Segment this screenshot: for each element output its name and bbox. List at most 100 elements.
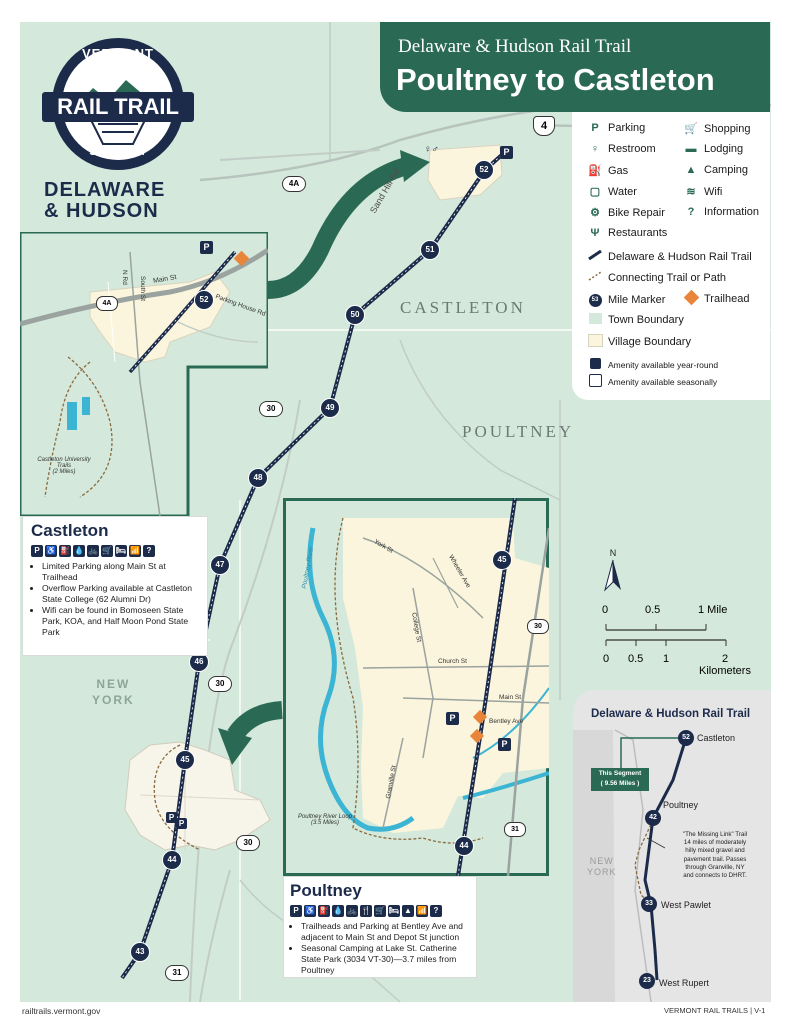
poultney-amenity-icon: 🛏 [388, 905, 400, 917]
footer-url[interactable]: railtrails.vermont.gov [22, 1006, 101, 1016]
legend-year-round: Amenity available year-round [608, 360, 719, 370]
legend-mile-marker: Mile Marker [608, 293, 666, 306]
castleton-north-rd-label: N Rd [121, 270, 128, 285]
poultney-amenity-icon: 🍴 [360, 905, 372, 917]
poultney-amenities: P♿⛽💧🚲🍴🛒🛏▲📶? [290, 905, 470, 917]
legend-camping: Camping [704, 164, 749, 176]
logo-section-name: DELAWARE& HUDSON [44, 179, 166, 222]
logo-middle-text: RAIL TRAIL [57, 94, 179, 119]
poultney-inset: 45 44 30 31 P P York St Wheeler Ave Coll… [283, 497, 551, 877]
poultney-amenity-icon: ? [430, 905, 442, 917]
legend-lodging: Lodging [704, 143, 744, 155]
overview-west-rupert: West Rupert [659, 978, 709, 988]
castleton-card: Castleton P♿⛽💧🚲🛒🛏📶? Limited Parking alon… [22, 516, 208, 656]
poultney-note-2: Seasonal Camping at Lake St. Catherine S… [301, 943, 470, 976]
legend-wifi: Wifi [704, 185, 723, 198]
road-shield-30-south: 30 [236, 835, 260, 851]
parking-icon-castleton: P [500, 146, 513, 159]
poultney-inset-parking-b: P [498, 738, 511, 751]
logo: VERMONT RAIL TRAIL SYSTEM [38, 36, 196, 176]
parking-icon-poultney-a: P [166, 812, 177, 823]
overview-title: Delaware & Hudson Rail Trail [591, 708, 751, 720]
logo-bottom-text: SYSTEM [89, 146, 147, 158]
scale-km-1: 1 [663, 653, 670, 665]
overview-castleton: Castleton [697, 733, 736, 743]
restaurants-icon: Ψ [590, 227, 600, 239]
legend-trailhead: Trailhead [704, 293, 750, 305]
banner-title: Poultney to Castleton [396, 62, 715, 97]
mile-marker-47: 47 [210, 555, 230, 575]
castleton-amenity-icon: ⛽ [59, 545, 71, 557]
poultney-river-loop-label: Poultney River Loop(3.5 Miles) [297, 814, 353, 826]
castleton-note-2: Overflow Parking available at Castleton … [42, 583, 199, 605]
castleton-amenity-icon: 🚲 [87, 545, 99, 557]
parking-icon: P [591, 122, 599, 134]
poultney-inset-shield-30: 30 [527, 619, 549, 634]
north-arrow-label: N [609, 548, 617, 558]
poultney-inset-parking-a: P [446, 712, 459, 725]
scale-km-half: 0.5 [628, 653, 644, 665]
poultney-amenity-icon: ⛽ [318, 905, 330, 917]
castleton-amenity-icon: 🛒 [101, 545, 113, 557]
road-shield-us4: 4 [533, 116, 555, 136]
overview-west-pawlet: West Pawlet [661, 900, 711, 910]
village-boundary-swatch [588, 334, 603, 350]
poultney-card-title: Poultney [290, 881, 362, 900]
road-shield-4a: 4A [282, 176, 306, 192]
castleton-amenity-icon: 💧 [73, 545, 85, 557]
lodging-icon: ▬ [685, 143, 697, 155]
poultney-amenity-icon: 🚲 [346, 905, 358, 917]
poultney-amenity-icon: P [290, 905, 302, 917]
wifi-icon: ≋ [686, 186, 696, 198]
shopping-icon: 🛒 [684, 123, 698, 135]
scale-mile-0: 0 [602, 604, 609, 616]
north-arrow-icon [604, 559, 621, 592]
overview-poultney: Poultney [663, 800, 699, 810]
mile-marker-51: 51 [420, 240, 440, 260]
castleton-amenity-icon: ? [143, 545, 155, 557]
overview-segment-callout: This Segment( 9.56 Miles ) [591, 768, 649, 791]
logo-badge [42, 38, 194, 170]
camping-icon: ▲ [685, 164, 697, 176]
town-label-poultney: POULTNEY [462, 422, 575, 441]
connecting-trail-line-icon [588, 271, 602, 284]
poultney-amenity-icon: 🛒 [374, 905, 386, 917]
mile-marker-48: 48 [248, 468, 268, 488]
legend-restroom: Restroom [608, 143, 656, 155]
poultney-amenity-icon: ▲ [402, 905, 414, 917]
legend-shopping: Shopping [704, 122, 751, 135]
castleton-south-st-label: South St [139, 276, 146, 301]
mile-marker-43: 43 [130, 942, 150, 962]
poultney-inset-marker-44: 44 [454, 836, 474, 856]
poultney-card: Poultney P♿⛽💧🚲🍴🛒🛏▲📶? Trailheads and Park… [283, 876, 477, 978]
overview-map-svg [573, 729, 688, 1002]
mile-marker-50: 50 [345, 305, 365, 325]
overview-map: Delaware & Hudson Rail Trail This Segmen… [573, 690, 771, 1002]
poultney-main-st-label: Main St [499, 694, 522, 701]
castleton-amenity-icon: P [31, 545, 43, 557]
castleton-amenity-icon: ♿ [45, 545, 57, 557]
castleton-amenity-icon: 🛏 [115, 545, 127, 557]
legend-village-boundary: Village Boundary [608, 336, 691, 348]
castleton-note-3: Wifi can be found in Bomoseen State Park… [42, 605, 199, 638]
poultney-inset-shield-31: 31 [504, 822, 526, 837]
poultney-amenity-icon: ♿ [304, 905, 316, 917]
scale-mile-1: 1 Mile [698, 604, 728, 616]
mile-marker-icon: 53 [588, 292, 602, 307]
scale-bar [605, 624, 727, 646]
overview-marker-42: 42 [645, 810, 661, 826]
year-round-icon [588, 358, 602, 372]
legend-rail-trail: Delaware & Hudson Rail Trail [608, 250, 752, 263]
poultney-inset-marker-45: 45 [492, 550, 512, 570]
castleton-inset-shield-4a: 4A [96, 296, 118, 311]
overview-marker-23: 23 [639, 973, 655, 989]
gas-icon: ⛽ [588, 165, 602, 177]
poultney-amenity-icon: 📶 [416, 905, 428, 917]
poultney-amenity-icon: 💧 [332, 905, 344, 917]
road-shield-30-north: 30 [259, 401, 283, 417]
scale-km-label: Kilometers [699, 665, 751, 677]
